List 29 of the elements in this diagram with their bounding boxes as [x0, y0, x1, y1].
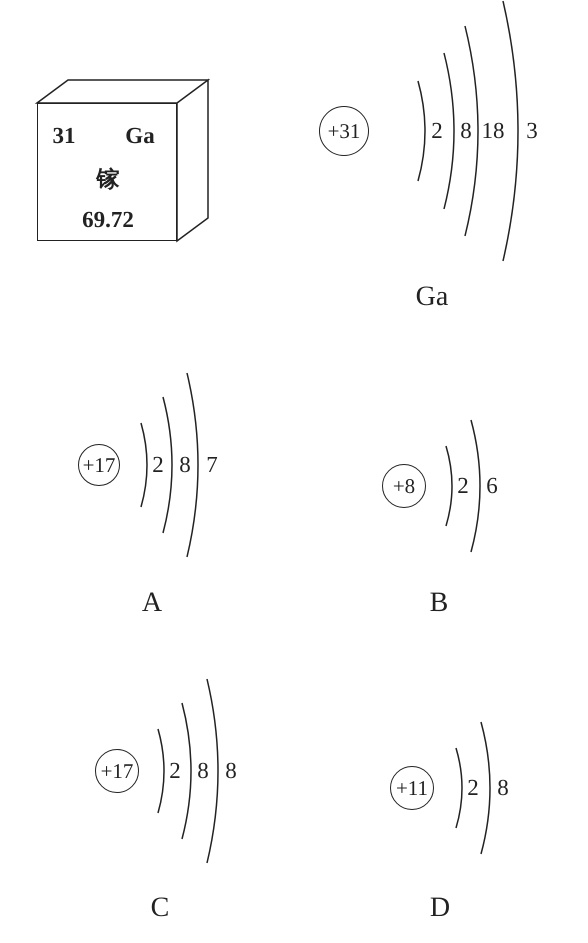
- electron-count: 8: [179, 452, 191, 478]
- atom-caption: B: [430, 587, 448, 619]
- nucleus-circle: +17: [78, 444, 120, 486]
- element-name: 镓: [96, 166, 120, 194]
- electron-count: 18: [482, 118, 504, 144]
- atom-caption: D: [430, 892, 450, 924]
- electron-count: 8: [225, 758, 237, 784]
- nucleus-circle: +11: [390, 766, 434, 810]
- electron-count: 7: [206, 452, 218, 478]
- atom-caption: Ga: [416, 281, 448, 313]
- nucleus-circle: +31: [319, 106, 369, 156]
- element-symbol: Ga: [125, 123, 155, 149]
- atom-caption: A: [142, 587, 162, 619]
- electron-count: 2: [431, 118, 443, 144]
- nucleus-circle: +8: [382, 464, 426, 508]
- electron-count: 8: [497, 775, 509, 801]
- atom-caption: C: [150, 892, 170, 924]
- electron-count: 8: [197, 758, 209, 784]
- electron-count: 2: [457, 473, 469, 499]
- atomic-number: 31: [52, 123, 76, 149]
- electron-count: 2: [152, 452, 164, 478]
- electron-count: 3: [526, 118, 538, 144]
- electron-count: 8: [460, 118, 472, 144]
- electron-count: 6: [486, 473, 498, 499]
- electron-count: 2: [467, 775, 479, 801]
- atomic-mass: 69.72: [82, 207, 134, 233]
- element-tile: [37, 103, 177, 241]
- nucleus-circle: +17: [95, 749, 139, 793]
- electron-count: 2: [169, 758, 181, 784]
